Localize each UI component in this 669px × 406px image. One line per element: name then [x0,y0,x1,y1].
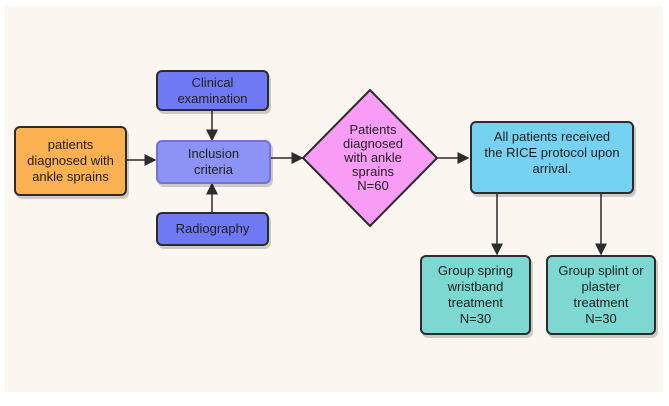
node-clinical-examination: Clinical examination [156,70,269,111]
node-patients-diagnosed: patients diagnosed with ankle sprains [14,126,127,196]
node-group-splint: Group splint or plaster treatment N=30 [546,255,656,335]
node-radiography: Radiography [156,212,269,246]
node-rice-protocol: All patients received the RICE protocol … [470,121,634,194]
node-patients-diagnosed-n60: Patients diagnosed with ankle sprains N=… [343,122,403,193]
node-inclusion-criteria: Inclusion criteria [156,140,271,184]
node-group-spring: Group spring wristband treatment N=30 [420,255,531,335]
decision-diamond [302,89,438,227]
